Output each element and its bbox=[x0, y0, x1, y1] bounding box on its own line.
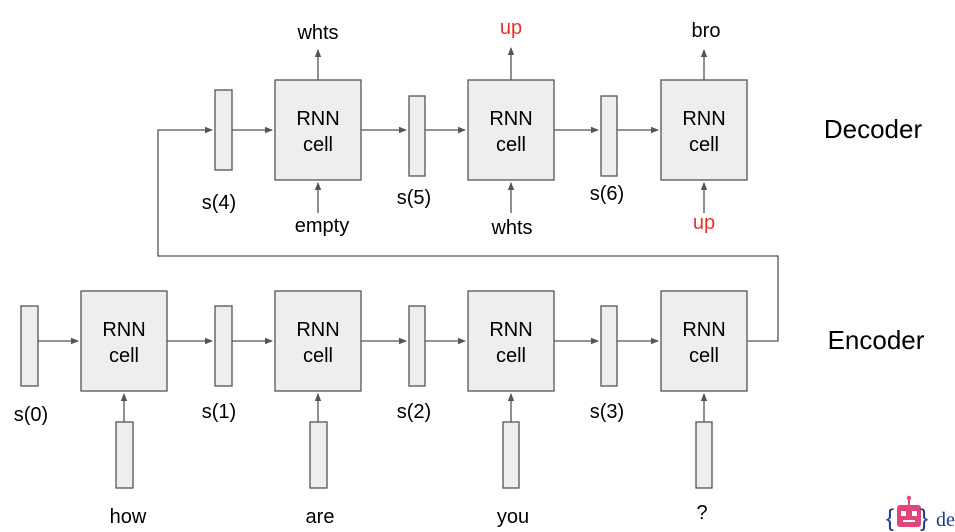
cell-label-line1: RNN bbox=[489, 108, 532, 130]
encoder-state-vector-1 bbox=[214, 305, 233, 387]
encoder-state-label: s(3) bbox=[590, 401, 624, 423]
cell-label-line1: RNN bbox=[682, 108, 725, 130]
cell-label-line1: RNN bbox=[296, 108, 339, 130]
decoder-state-label: s(5) bbox=[397, 187, 431, 209]
cell-label-line1: RNN bbox=[296, 319, 339, 341]
decoder-state-vector-6 bbox=[600, 95, 618, 177]
decoder-state-label: s(6) bbox=[590, 183, 624, 205]
encoder-input-label: are bbox=[306, 506, 335, 528]
encoder-section-label: Encoder bbox=[828, 325, 925, 355]
decoder-rnn-cell bbox=[660, 79, 748, 181]
cell-label-line2: cell bbox=[303, 134, 333, 156]
encoder-input-vector bbox=[695, 421, 713, 489]
encoder-state-label: s(2) bbox=[397, 401, 431, 423]
cell-label-line2: cell bbox=[689, 134, 719, 156]
decoder-state-vector-4 bbox=[214, 89, 233, 171]
encoder-state-label: s(0) bbox=[14, 404, 48, 426]
logo-brace-close: } bbox=[920, 505, 928, 532]
context-connector bbox=[157, 126, 779, 342]
encoder-state-label: s(1) bbox=[202, 401, 236, 423]
encoder-input-vector bbox=[115, 421, 134, 489]
decoder-input-label: whts bbox=[490, 217, 532, 239]
robot-logo: { } de bbox=[886, 495, 955, 532]
encoder-state-vector-2 bbox=[408, 305, 426, 387]
cell-label-line1: RNN bbox=[102, 319, 145, 341]
encoder-input-label: how bbox=[110, 506, 147, 528]
encoder-state-vector-0 bbox=[20, 305, 39, 387]
decoder-state-vector-5 bbox=[408, 95, 426, 177]
encoder-rnn-cell bbox=[467, 290, 555, 392]
decoder-output-label: bro bbox=[692, 20, 721, 42]
decoder-input-label: empty bbox=[295, 215, 349, 237]
cell-label-line1: RNN bbox=[489, 319, 532, 341]
decoder-output-label: whts bbox=[296, 22, 338, 44]
decoder-input-label-highlight: up bbox=[693, 212, 715, 234]
encoder-rnn-cell bbox=[274, 290, 362, 392]
encoder-input-vector bbox=[309, 421, 328, 489]
robot-head-icon bbox=[897, 505, 921, 527]
cell-label-line2: cell bbox=[109, 345, 139, 367]
encoder-state-vector-3 bbox=[600, 305, 618, 387]
encoder-row: s(0) RNN cell how s(1) RNN cell are s(2)… bbox=[14, 290, 925, 528]
cell-label-line2: cell bbox=[303, 345, 333, 367]
cell-label-line1: RNN bbox=[682, 319, 725, 341]
cell-label-line2: cell bbox=[496, 134, 526, 156]
encoder-input-label: you bbox=[497, 506, 529, 528]
decoder-section-label: Decoder bbox=[824, 114, 923, 144]
encoder-rnn-cell bbox=[660, 290, 748, 392]
decoder-row: s(4) RNN cell whts empty s(5) RNN cell u… bbox=[157, 17, 923, 342]
cell-label-line2: cell bbox=[496, 345, 526, 367]
decoder-rnn-cell bbox=[467, 79, 555, 181]
logo-text: de bbox=[936, 509, 955, 531]
decoder-rnn-cell bbox=[274, 79, 362, 181]
decoder-output-label-highlight: up bbox=[500, 17, 522, 39]
logo-brace-open: { bbox=[886, 505, 894, 532]
decoder-state-label: s(4) bbox=[202, 192, 236, 214]
encoder-input-vector bbox=[502, 421, 520, 489]
encoder-rnn-cell bbox=[80, 290, 168, 392]
encoder-input-label: ? bbox=[696, 502, 707, 524]
cell-label-line2: cell bbox=[689, 345, 719, 367]
